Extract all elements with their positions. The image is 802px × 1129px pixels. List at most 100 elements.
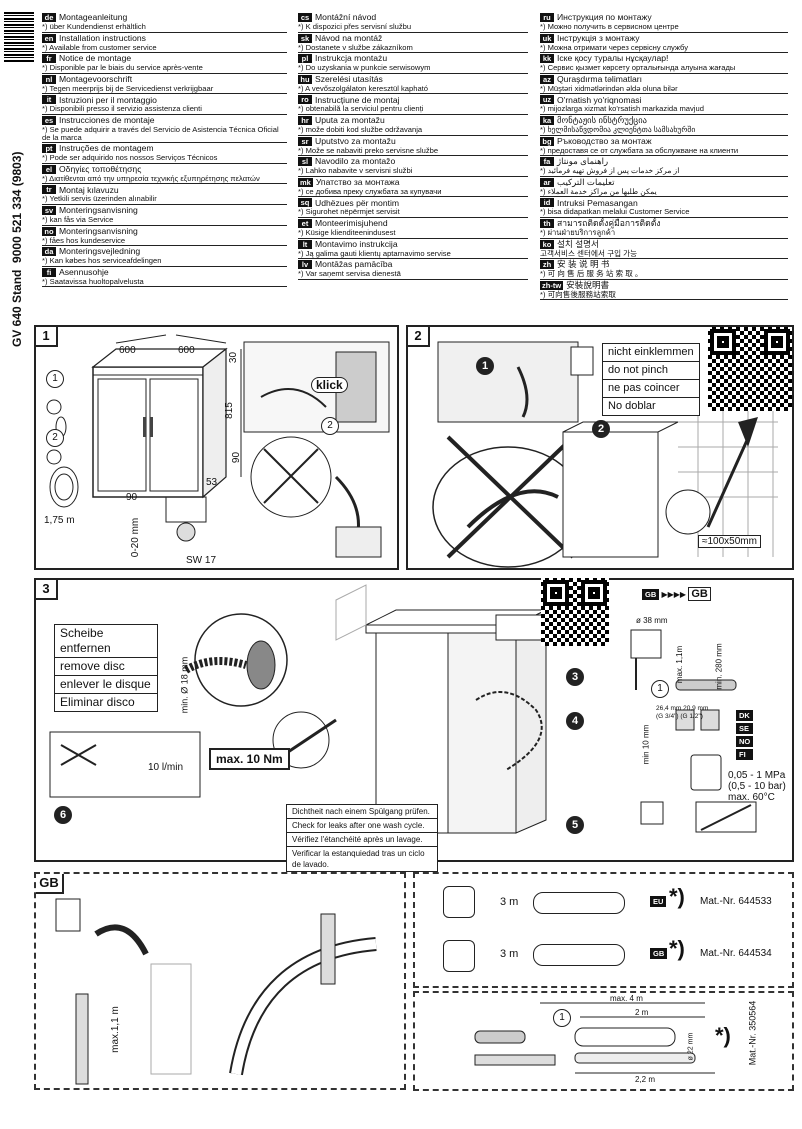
panel-number: 1 [36, 327, 58, 347]
language-note: *) ผ่านฝ่ายบริการลูกค้า [540, 227, 616, 237]
language-title: สามารถติดตั้งคู่มือการติดตั้ง [557, 218, 661, 229]
language-note: *) K dispozici přes servisní službu [298, 22, 412, 31]
language-title: Monteerimisjuhend [315, 218, 388, 229]
extension-panel: max. 4 m 2 m 2,2 m ø 22 mm 1 *) Mat.-Nr.… [413, 991, 794, 1091]
gb-arrows: GB ▶▶▶▶ GB [642, 587, 711, 601]
step-1-marker: 1 [476, 357, 494, 375]
language-note: *) Tegen meerprijs bij de Servicedienst … [42, 83, 214, 93]
language-title: O'rnatish yo'riqnomasi [557, 94, 642, 105]
language-code: sk [298, 33, 312, 43]
warning-box: nicht einklemmen do not pinch ne pas coi… [602, 343, 700, 416]
language-title: Інструкція з монтажу [557, 32, 640, 43]
language-title: Montageanleitung [59, 12, 128, 23]
language-code: id [540, 198, 554, 208]
pressure-spec: 0,05 - 1 MPa (0,5 - 10 bar) max. 60°C [728, 770, 786, 803]
language-note: *) Do uzyskania w punkcie serwisowym [298, 63, 431, 73]
eu-cable-icon [533, 892, 625, 914]
remove-disc-box: Scheibe entfernen remove disc enlever le… [54, 624, 158, 712]
step-2-marker: 2 [592, 420, 610, 438]
language-note: *) kan fås via Service [42, 214, 114, 224]
qr-code-2 [541, 578, 609, 646]
language-note: *) fåes hos kundeservice [42, 235, 126, 245]
language-title: Инструкция по монтажу [557, 12, 652, 23]
leak-check-box: Dichtheit nach einem Spülgang prüfen. Ch… [286, 804, 438, 872]
min-10mm: min 10 mm [641, 724, 651, 765]
language-code: el [42, 164, 56, 174]
diameter-22: ø 22 mm [687, 1032, 695, 1061]
language-code: de [42, 13, 56, 22]
panel-1-illustration [46, 334, 390, 558]
language-code: en [42, 33, 56, 43]
language-title: მონტაჟის ინსტრუქცია [557, 115, 648, 126]
language-title: تعليمات التركيب [557, 176, 615, 187]
warning-fr: ne pas coincer [603, 380, 699, 398]
language-note: *) mijozlarga xizmat ko'rsatish markazid… [540, 104, 704, 114]
language-code: mk [298, 177, 313, 187]
language-note: *) از مرکز خدمات پس از فروش تهیه فرمائید [540, 166, 680, 176]
language-note: *) Pode ser adquirido nos nossos Serviço… [42, 153, 218, 163]
eu-optional-marker: *) [669, 884, 685, 909]
dim-90: 90 [126, 492, 138, 503]
language-title: 安裝說明書 [566, 279, 610, 290]
panel-gb: GB max.1,1 m [34, 872, 406, 1090]
country-tags: DK SE NO FI [736, 710, 754, 760]
panel-2: 2 1 2 nicht einklemmen do not pinch ne p… [406, 325, 794, 570]
barcode [4, 12, 34, 62]
eu-socket-icon [443, 886, 475, 918]
language-code: es [42, 115, 56, 125]
language-title: Montagevoorschrift [59, 73, 133, 84]
language-note: *) Disponible par le biais du service ap… [42, 63, 203, 73]
language-code: uk [540, 33, 554, 43]
step-3-marker: 3 [566, 668, 584, 686]
language-title: 安 装 说 明 书 [557, 259, 610, 270]
dim-30: 30 [228, 351, 240, 364]
language-title: Uputa za montažu [315, 115, 385, 126]
max-length: max. 4 m [610, 994, 643, 1003]
language-code: sq [298, 198, 312, 208]
language-note: *) Može se nabaviti preko servisne služb… [298, 145, 439, 155]
leak-check-fr: Vérifiez l'étanchéité après un lavage. [287, 833, 437, 847]
min-280mm: min. 280 mm [714, 643, 724, 690]
step-4-marker: 4 [566, 712, 584, 730]
extension-material-number: Mat.-Nr. 350564 [747, 1000, 758, 1066]
language-code: lt [298, 239, 312, 249]
language-title: Instrukcja montażu [315, 53, 388, 64]
hole-size: ≈100x50mm [698, 535, 761, 548]
doc-number-vertical: GV 640 Stand 9000 521 334 (9803) [10, 151, 24, 347]
language-code: hr [298, 115, 312, 125]
language-note: *) Müştəri xidmətlərindən əldə oluna bil… [540, 83, 678, 93]
language-title: Montavimo instrukcija [315, 238, 398, 249]
language-note: *) се добива преку службата за купувачи [298, 186, 442, 196]
gb-cable-icon [533, 944, 625, 966]
leak-check-de: Dichtheit nach einem Spülgang prüfen. [287, 805, 437, 819]
qr-code-1 [708, 327, 792, 411]
language-code: it [42, 95, 56, 105]
language-title: Asennusohje [59, 266, 109, 277]
language-code: pl [298, 54, 312, 64]
language-code: tr [42, 185, 56, 195]
leak-check-en: Check for leaks after one wash cycle. [287, 819, 437, 833]
language-note: *) Dostanete v službe zákazníkom [298, 42, 413, 52]
language-code: uz [540, 95, 554, 105]
leak-check-es: Verificar la estanquiedad tras un ciclo … [292, 849, 425, 869]
language-note: *) Διατίθενται από την υπηρεσία τεχνικής… [42, 173, 260, 183]
dim-width: 600 [119, 345, 136, 356]
panel-number: 2 [408, 327, 430, 347]
